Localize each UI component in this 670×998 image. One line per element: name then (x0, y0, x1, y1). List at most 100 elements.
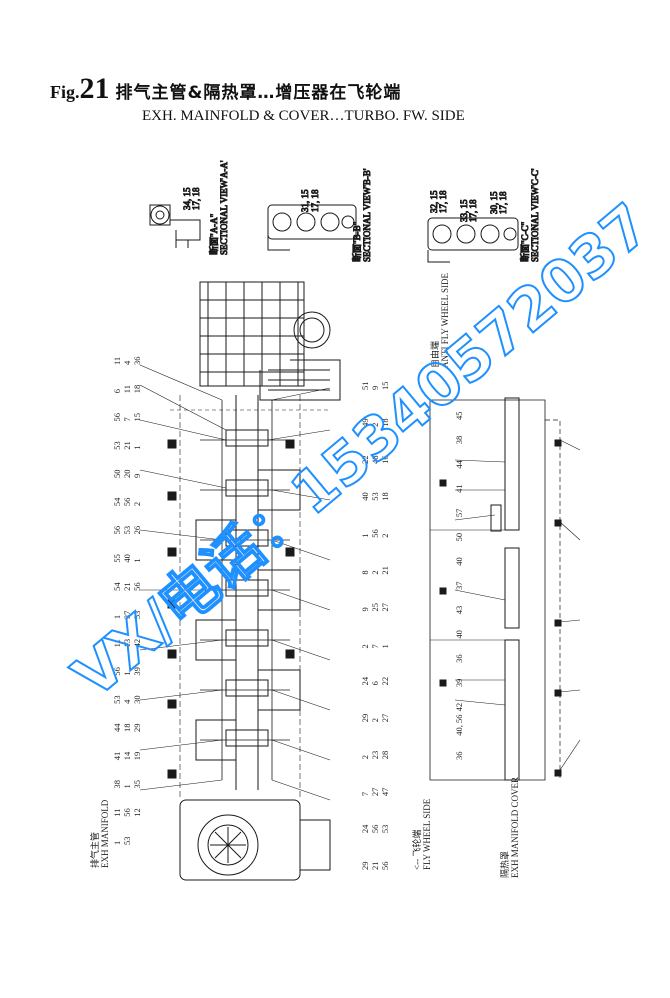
mid-labels-item: 2 (380, 533, 390, 537)
antifly-label-cn: 自由端 (429, 341, 440, 368)
mid-labels-item: 49 (360, 418, 370, 427)
section-c-numbers-6: 17, 18 (498, 191, 508, 214)
section-c-numbers-1: 32, 15 (429, 190, 439, 213)
section-a-numbers-1: 34, 15 (182, 187, 192, 210)
left-labels-item: 1 (122, 671, 132, 675)
mid-labels-item: 24 (360, 824, 370, 833)
mid-labels-item: 9 (370, 386, 380, 390)
mid-labels-item: 27 (380, 603, 390, 612)
mid-labels-item: 24 (360, 676, 370, 685)
left-labels-item: 53 (122, 526, 132, 535)
left-labels-item: 7 (122, 417, 132, 421)
section-a-numbers-2: 17, 18 (191, 187, 201, 210)
left-labels-item: 53 (132, 611, 142, 620)
section-c-numbers-4: 17, 18 (468, 199, 478, 222)
mid-labels-item: 28 (380, 751, 390, 760)
left-labels-item: 15 (132, 413, 142, 422)
section-b-label-en: SECTIONAL VIEW'B-B' (362, 168, 372, 262)
section-view-c (427, 217, 519, 263)
left-labels-item: 29 (132, 724, 142, 733)
mid-labels-item: 53 (380, 825, 390, 834)
cover-label-en: EXH MANIFOLD COVER (510, 777, 520, 878)
left-labels-item: 53 (112, 441, 122, 450)
left-labels-item: 18 (122, 724, 132, 733)
mid-labels-item: 2 (360, 644, 370, 648)
mid-labels-item: 56 (380, 862, 390, 871)
mid-labels-item: 56 (370, 529, 380, 538)
left-labels-item: 1 (112, 615, 122, 619)
left-labels-item: 11 (112, 639, 122, 647)
mid-labels-item: 8 (360, 570, 370, 574)
cover-labels-item: 45 (454, 412, 464, 421)
flywheel-label-en: FLY WHEEL SIDE (422, 798, 432, 870)
manifold-label-cn: 排气主管 (89, 832, 100, 868)
mid-labels-item: 1 (360, 533, 370, 537)
mid-labels-item: 22 (360, 455, 370, 464)
left-labels-item: 26 (132, 526, 142, 535)
mid-labels-item: 40 (360, 492, 370, 501)
left-labels-item: 56 (112, 526, 122, 535)
mid-labels-item: 1 (380, 644, 390, 648)
mid-labels-item: 7 (370, 644, 380, 648)
left-labels-item: 20 (122, 469, 132, 478)
left-labels-item: 37 (122, 611, 132, 620)
mid-labels-item: 23 (370, 751, 380, 760)
mid-labels-item: 51 (360, 382, 370, 391)
left-labels-item: 50 (112, 469, 122, 478)
cover-labels-item: 38 (454, 436, 464, 445)
figure-title: Fig. 21 排气主管&隔热罩…增压器在飞轮端 EXH. MAINFOLD &… (50, 72, 465, 124)
turbine-housing (179, 799, 331, 881)
mid-labels-item: 18 (380, 492, 390, 501)
cover-labels-item: 37 (454, 582, 464, 591)
manifold-cover-view (429, 397, 581, 781)
mid-labels-item: 56 (370, 825, 380, 834)
left-labels-item: 56 (132, 582, 142, 591)
left-labels-item: 4 (122, 699, 132, 704)
left-labels-item: 11 (122, 385, 132, 393)
section-b-label-cn: 断面"B-B" (351, 221, 362, 262)
left-labels-item: 1 (132, 445, 142, 449)
figure-title-english: EXH. MAINFOLD & COVER…TURBO. FW. SIDE (142, 108, 465, 124)
mid-labels-item: 27 (370, 788, 380, 797)
left-labels-item: 21 (122, 441, 132, 450)
mid-labels-item: 6 (370, 681, 380, 685)
cover-labels-item: 36 (454, 752, 464, 761)
mid-labels-item: 16 (380, 455, 390, 464)
left-labels-item: 14 (122, 751, 132, 760)
left-labels-item: 19 (132, 752, 142, 761)
mid-labels-item: 27 (380, 714, 390, 723)
left-labels-item: 56 (122, 808, 132, 817)
left-labels-item: 18 (132, 385, 142, 394)
figure-number: 21 (79, 72, 110, 105)
left-labels-item: 6 (112, 389, 122, 393)
cover-labels-item: 41 (454, 484, 464, 493)
section-view-a (149, 204, 201, 248)
mid-labels-item: 48 (370, 455, 380, 464)
left-labels-item: 11 (112, 357, 122, 365)
mid-labels-item: 2 (370, 423, 380, 427)
section-a-label-en: SECTIONAL VIEW'A-A' (219, 160, 229, 255)
left-labels-item: 13 (122, 639, 132, 648)
left-labels-item: 4 (122, 360, 132, 365)
mid-labels-item: 7 (360, 792, 370, 796)
left-labels-item: 41 (112, 752, 122, 761)
left-labels-item: 1 (122, 784, 132, 788)
figure-prefix: Fig. (50, 82, 80, 102)
left-labels-item: 1 (132, 558, 142, 562)
mid-labels-item: 47 (380, 788, 390, 797)
mid-labels-item: 21 (380, 566, 390, 575)
left-labels-item: 30 (132, 695, 142, 704)
section-view-b (267, 204, 357, 251)
exhaust-manifold (167, 395, 330, 800)
left-labels-item: 55 (112, 554, 122, 563)
left-labels-item: 38 (112, 780, 122, 789)
cover-labels-item: 44 (454, 459, 464, 468)
left-labels-item: 56 (122, 498, 132, 507)
left-labels-item: 53 (112, 695, 122, 704)
section-c-label-cn: 断面"C-C" (519, 221, 530, 262)
left-labels-item: 9 (132, 474, 142, 478)
cover-labels-item: 57 (454, 509, 464, 518)
left-labels-item: 2 (132, 502, 142, 506)
left-labels-item: 54 (112, 582, 122, 591)
